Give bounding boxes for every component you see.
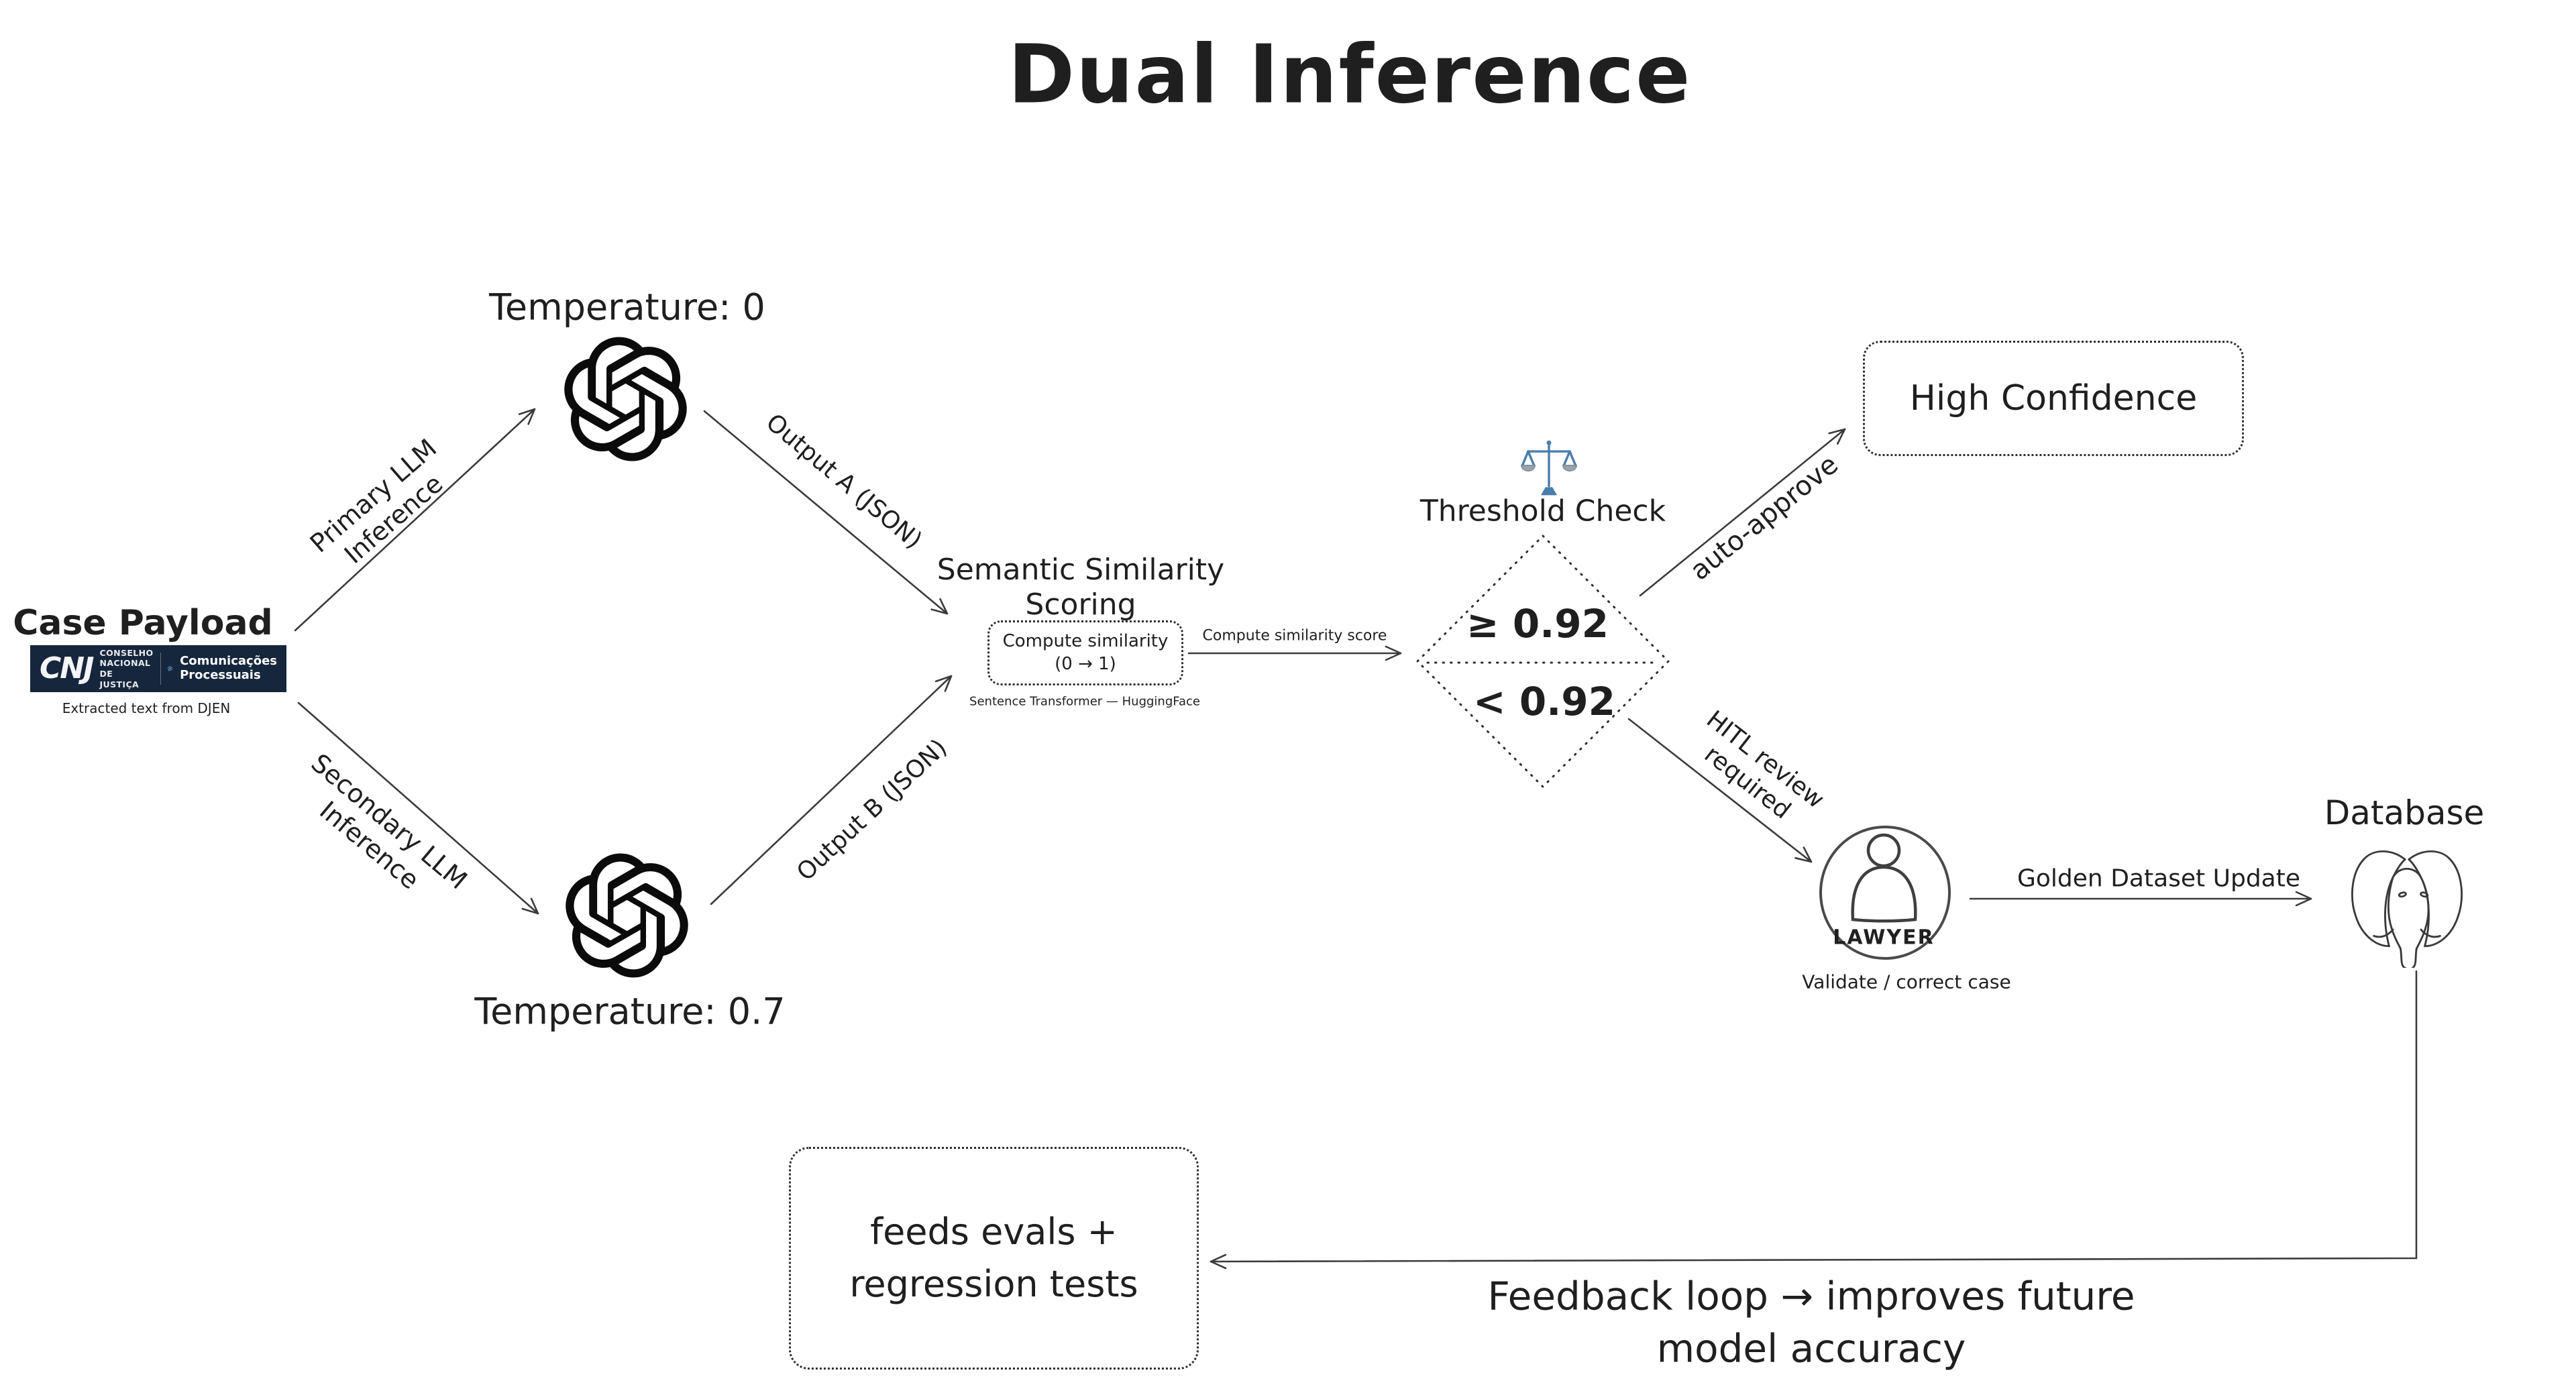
cnj-council-label: CONSELHO NACIONAL DE JUSTIÇA [99, 647, 154, 689]
lawyer-label: LAWYER [1833, 926, 1935, 950]
edge-label-golden-dataset: Golden Dataset Update [2017, 865, 2300, 893]
edge-output-a [703, 410, 949, 615]
edge-output-b [710, 675, 953, 905]
postgresql-icon [2343, 840, 2471, 970]
chat-bubble-icon [168, 666, 172, 671]
high-confidence-label: High Confidence [1909, 378, 2198, 419]
scales-icon [1520, 437, 1578, 502]
compute-similarity-label: Compute similarity (0 → 1) [1002, 630, 1169, 674]
cnj-banner: CNJ CONSELHO NACIONAL DE JUSTIÇA Comunic… [30, 645, 286, 692]
cnj-logo: CNJ [40, 651, 94, 685]
temperature-07-label: Temperature: 0.7 [474, 990, 786, 1033]
case-payload-title: Case Payload [13, 603, 273, 643]
threshold-below-value: < 0.92 [1473, 679, 1615, 724]
case-payload-caption: Extracted text from DJEN [62, 700, 231, 716]
temperature-0-label: Temperature: 0 [489, 286, 765, 329]
high-confidence-box: High Confidence [1863, 341, 2244, 456]
edge-auto-approve [1639, 428, 1846, 597]
openai-icon-bottom [565, 852, 689, 982]
cnj-product-label: Comunicações Processuais [180, 654, 277, 682]
lawyer-node [1819, 826, 1951, 960]
edge-label-feedback-loop: Feedback loop → improves future model ac… [1487, 1273, 2135, 1372]
feeds-evals-box: feeds evals + regression tests [789, 1147, 1199, 1370]
threshold-check-heading: Threshold Check [1419, 494, 1666, 528]
feeds-evals-label: feeds evals + regression tests [849, 1210, 1138, 1305]
edge-label-compute-score: Compute similarity score [1202, 627, 1387, 645]
page-title: Dual Inference [1008, 28, 1692, 122]
semantic-scoring-caption: Sentence Transformer — HuggingFace [969, 694, 1200, 709]
edge-primary-llm [294, 408, 536, 632]
compute-similarity-box: Compute similarity (0 → 1) [987, 620, 1183, 685]
threshold-above-value: ≥ 0.92 [1466, 601, 1609, 647]
edge-hitl [1627, 718, 1813, 863]
lawyer-caption: Validate / correct case [1802, 970, 2011, 993]
edge-secondary-llm [297, 702, 539, 915]
edge-feedback-loop [1210, 970, 2418, 1270]
semantic-scoring-heading: Semantic Similarity Scoring [936, 553, 1225, 622]
database-label: Database [2324, 793, 2485, 832]
threshold-diamond [1415, 534, 1670, 789]
openai-icon-top [564, 335, 688, 465]
